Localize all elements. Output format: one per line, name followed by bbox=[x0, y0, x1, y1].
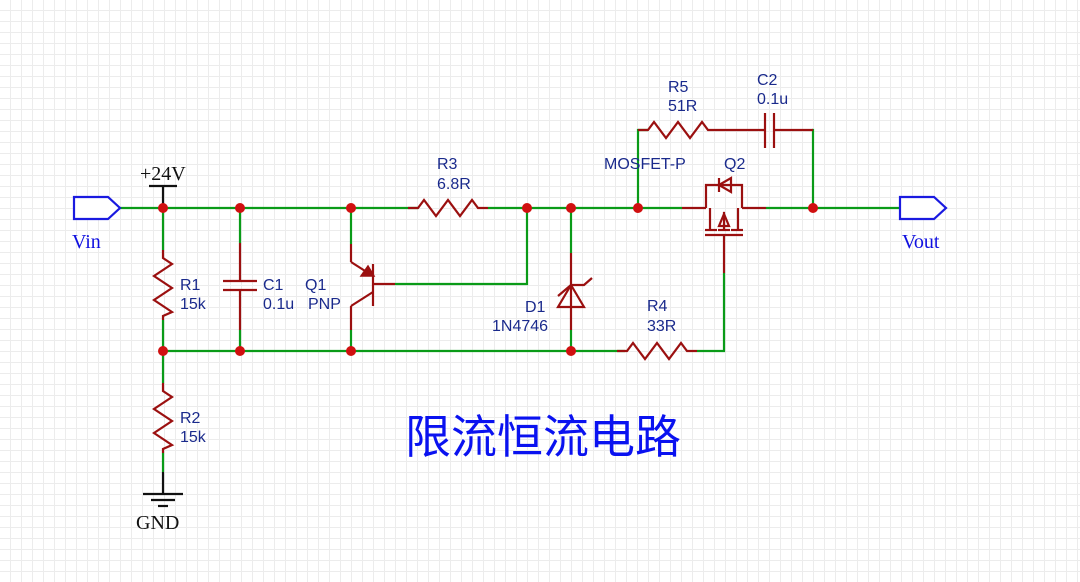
ground-symbol[interactable]: GND bbox=[136, 472, 183, 534]
resistor-icon bbox=[638, 120, 740, 140]
resistor-r4[interactable]: R4 33R bbox=[617, 298, 697, 361]
wire-q1-base bbox=[395, 208, 529, 286]
resistor-r1[interactable]: R1 15k bbox=[152, 250, 207, 320]
junction-dot bbox=[522, 203, 532, 213]
power-label: +24V bbox=[140, 163, 186, 185]
resistor-icon bbox=[617, 341, 697, 361]
q1-value: PNP bbox=[308, 296, 341, 313]
r3-ref: R3 bbox=[437, 156, 458, 173]
junction-dot bbox=[158, 203, 168, 213]
resistor-r3[interactable]: R3 6.8R bbox=[408, 156, 488, 218]
resistor-icon bbox=[152, 383, 175, 453]
transistor-q1[interactable]: Q1 PNP bbox=[305, 244, 395, 330]
r4-ref: R4 bbox=[647, 298, 668, 315]
input-port[interactable]: Vin bbox=[72, 195, 122, 253]
junction-dot bbox=[346, 346, 356, 356]
r2-value: 15k bbox=[180, 429, 207, 446]
r4-value: 33R bbox=[647, 318, 676, 335]
mosfet-q2[interactable]: MOSFET-P Q2 bbox=[604, 156, 766, 273]
c1-value: 0.1u bbox=[263, 296, 294, 313]
input-port-label: Vin bbox=[72, 231, 101, 253]
diagram-title: 限流恒流电路 bbox=[405, 410, 681, 464]
c2-value: 0.1u bbox=[757, 91, 788, 108]
c2-ref: C2 bbox=[757, 72, 778, 89]
port-arrow-icon bbox=[898, 195, 948, 221]
zener-diode-d1[interactable]: D1 1N4746 bbox=[492, 253, 593, 335]
q2-body-diode-frame bbox=[704, 183, 744, 208]
q1-collector bbox=[350, 291, 374, 307]
diode-triangle bbox=[556, 282, 586, 309]
r2-ref: R2 bbox=[180, 410, 201, 427]
junction-dot bbox=[808, 203, 818, 213]
r1-value: 15k bbox=[180, 296, 207, 313]
junction-dot bbox=[566, 346, 576, 356]
port-arrow-icon bbox=[72, 195, 122, 221]
output-port-label: Vout bbox=[902, 231, 940, 253]
d1-value: 1N4746 bbox=[492, 318, 548, 335]
junction-dot bbox=[346, 203, 356, 213]
r1-ref: R1 bbox=[180, 277, 201, 294]
output-port[interactable]: Vout bbox=[898, 195, 948, 253]
wire-q2-gate bbox=[697, 273, 726, 353]
c1-ref: C1 bbox=[263, 277, 284, 294]
q2-value: MOSFET-P bbox=[604, 156, 686, 173]
junction-dot bbox=[235, 346, 245, 356]
junction-dot bbox=[158, 346, 168, 356]
body-diode-icon bbox=[716, 176, 733, 194]
capacitor-c2[interactable]: C2 0.1u bbox=[740, 72, 813, 148]
junctions bbox=[158, 203, 818, 356]
wire-c2-right bbox=[811, 128, 815, 208]
r3-value: 6.8R bbox=[437, 176, 471, 193]
r5-value: 51R bbox=[668, 98, 697, 115]
resistor-r2[interactable]: R2 15k bbox=[152, 383, 207, 453]
pmos-arrow-icon bbox=[717, 211, 731, 228]
r5-ref: R5 bbox=[668, 79, 689, 96]
capacitor-c1[interactable]: C1 0.1u bbox=[223, 243, 294, 330]
q2-ref: Q2 bbox=[724, 156, 745, 173]
junction-dot bbox=[566, 203, 576, 213]
junction-dot bbox=[235, 203, 245, 213]
pnp-arrow-icon bbox=[359, 264, 376, 277]
resistor-icon bbox=[152, 250, 175, 320]
zener-icon bbox=[557, 277, 593, 297]
resistor-r5[interactable]: R5 51R bbox=[638, 79, 740, 140]
q1-ref: Q1 bbox=[305, 277, 326, 294]
ground-label: GND bbox=[136, 512, 179, 534]
d1-ref: D1 bbox=[525, 299, 546, 316]
resistor-icon bbox=[408, 198, 488, 218]
junction-dot bbox=[633, 203, 643, 213]
power-symbol[interactable]: +24V bbox=[140, 163, 186, 208]
